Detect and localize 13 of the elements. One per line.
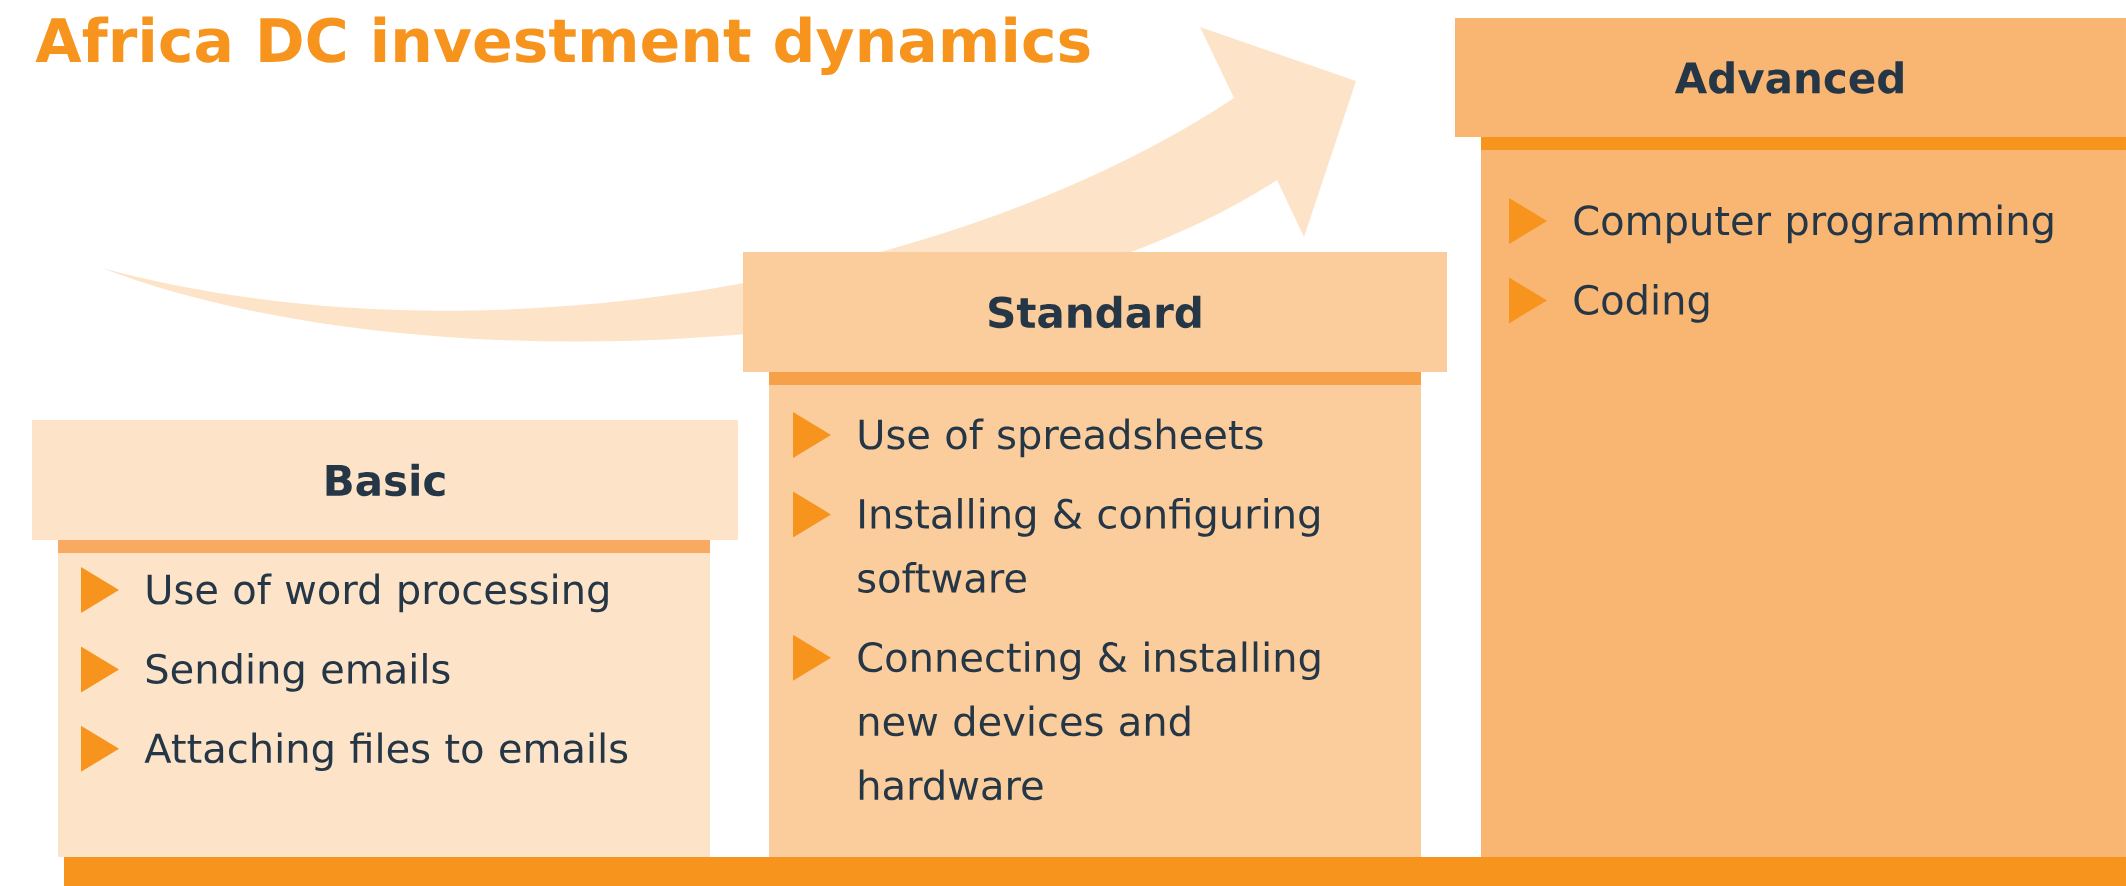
list-item: Computer programming [1574,204,2053,244]
level-header: Standard [743,252,1447,372]
list-item: Use of word processing [147,573,608,613]
level-header: Advanced [1455,18,2126,137]
list-item: Use of spreadsheets [859,418,1263,458]
base-bar [64,857,2126,886]
list-item: Connecting & installing new devices and hardware [858,641,1320,801]
level-header: Basic [32,420,738,540]
list-item: Installing & configuring software [858,498,1319,593]
list-item: Attaching files to emails [144,732,628,772]
list-item: Sending emails [146,653,450,692]
list-item: Coding [1574,284,1709,323]
title: Africa DC investment dynamics [35,16,1090,75]
